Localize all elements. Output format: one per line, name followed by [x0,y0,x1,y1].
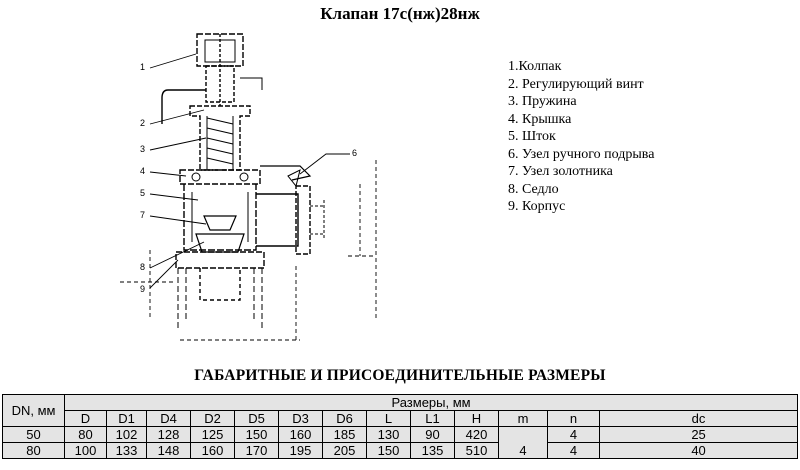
table-cell: 205 [322,442,367,459]
table-cell: 510 [454,442,499,459]
table-cell: 100 [64,442,107,459]
dimensions-table: DN, мм Размеры, мм D D1 D4 D2 D5 D3 D6 L… [2,394,799,459]
table-cell: 130 [366,426,411,443]
column-header: D6 [322,410,367,427]
table-cell: 4 [547,442,600,459]
parts-list-item: 4. Крышка [508,111,572,127]
drawing-label: 4 [140,166,145,176]
parts-list-item: 9. Корпус [508,199,566,214]
table-cell: 160 [190,442,235,459]
dn-cell: 80 [2,442,65,459]
table-cell: 133 [106,442,147,459]
column-header: D1 [106,410,147,427]
table-cell: 185 [322,426,367,443]
table-cell: 40 [598,442,799,459]
column-header: L [366,410,411,427]
parts-list-item: 1.Колпак [508,59,562,74]
column-header: D3 [278,410,323,427]
table-cell: 160 [278,426,323,443]
m-cell: 4 [498,426,548,459]
drawing-label: 1 [140,62,145,72]
column-header: D5 [234,410,279,427]
drawing-label: 3 [140,144,145,154]
parts-list: 1.Колпак 2. Регулирующий винт 3. Пружина… [508,58,654,216]
drawing-label: 7 [140,210,145,220]
column-header: D4 [146,410,191,427]
dn-cell: 50 [2,426,65,443]
parts-list-item: 2. Регулирующий винт [508,76,644,92]
table-cell: 135 [410,442,455,459]
table-cell: 128 [146,426,191,443]
parts-list-item: 5. Шток [508,129,556,144]
drawing-label: 9 [140,284,145,294]
table-row: 50 80 102 128 125 150 160 185 130 90 420… [2,426,799,459]
drawing-label: 2 [140,118,145,128]
parts-list-item: 3. Пружина [508,94,577,109]
page-title: Клапан 17с(нж)28нж [320,4,480,23]
column-header: L1 [410,410,455,427]
drawing-label: 5 [140,188,145,198]
table-cell: 150 [234,426,279,443]
table-title: ГАБАРИТНЫЕ И ПРИСОЕДИНИТЕЛЬНЫЕ РАЗМЕРЫ [194,367,606,384]
dn-header: DN, мм [2,394,65,427]
table-cell: 80 [64,426,107,443]
table-cell: 90 [410,426,455,443]
valve-drawing: 1 2 3 4 5 6 7 8 9 [120,33,377,341]
table-header-row: DN, мм Размеры, мм [2,394,799,427]
column-header: D [64,410,107,427]
column-header: D2 [190,410,235,427]
column-header: m [498,410,548,427]
column-header: H [454,410,499,427]
drawing-label: 8 [140,262,145,272]
column-header: dc [598,410,799,427]
table-row: 80 100 133 148 160 170 195 205 150 135 5… [2,442,799,459]
dimensions-group-header: Размеры, мм [63,394,799,411]
table-cell: 195 [278,442,323,459]
table-cell: 148 [146,442,191,459]
parts-list-item: 7. Узел золотника [508,164,613,179]
parts-list-item: 8. Седло [508,181,559,197]
drawing-label: 6 [352,148,357,158]
parts-list-item: 6. Узел ручного подрыва [508,146,655,162]
table-cell: 170 [234,442,279,459]
table-cell: 25 [598,426,799,443]
table-columns-row: D D1 D4 D2 D5 D3 D6 L L1 H m n dc [3,410,799,427]
table-cell: 150 [366,442,411,459]
column-header: n [547,410,600,427]
table-cell: 125 [190,426,235,443]
table-cell: 102 [106,426,147,443]
table-cell: 4 [547,426,600,443]
table-cell: 420 [454,426,499,443]
